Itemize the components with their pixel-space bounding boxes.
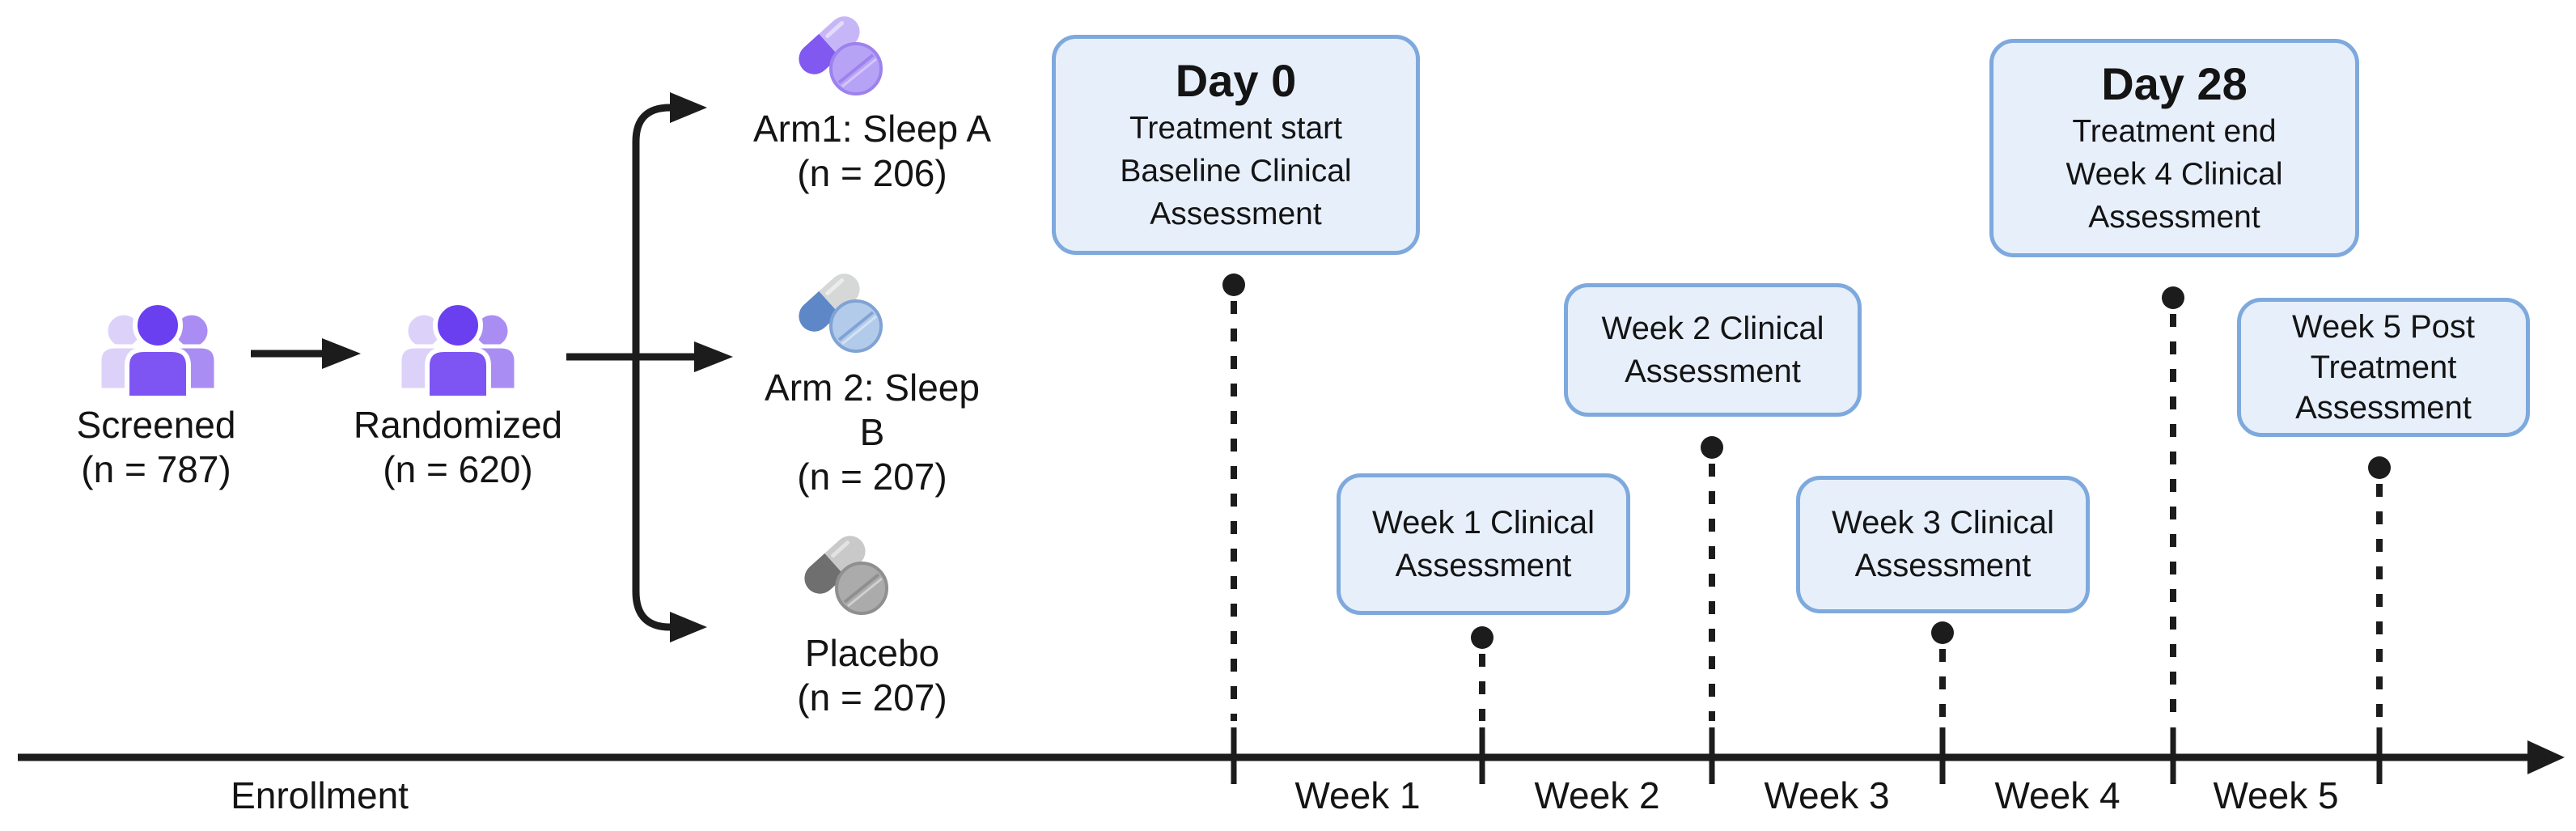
timeline-ticks <box>1231 727 2383 784</box>
pills-icon-blue <box>799 273 883 353</box>
arm2-title: Arm 2: Sleep B <box>765 367 980 453</box>
event-connectors <box>1222 273 2391 721</box>
pills-icon-gray <box>804 536 888 615</box>
timeline-week-label: Week 4 <box>1994 774 2121 816</box>
event-line: Week 1 Clinical <box>1372 504 1595 541</box>
event-line: Assessment <box>1150 196 1322 231</box>
people-group-icon <box>97 300 218 401</box>
timeline-week-label: Week 1 <box>1294 774 1421 816</box>
tablet <box>829 42 883 95</box>
event-box-week5: Week 5 Post Treatment Assessment <box>2237 298 2530 437</box>
arm2-n: (n = 207) <box>797 456 947 498</box>
event-title: Day 0 <box>1175 54 1297 106</box>
people-group-icon <box>397 300 519 401</box>
randomized-title: Randomized <box>353 404 563 446</box>
event-line: Week 4 Clinical <box>2065 156 2283 192</box>
randomized-n: (n = 620) <box>383 448 533 490</box>
timeline-week-label: Week 2 <box>1534 774 1660 816</box>
event-connector-dot <box>1471 626 1493 649</box>
event-connector-dot <box>2368 456 2391 479</box>
timeline-week-label: Week 5 <box>2213 774 2339 816</box>
event-connector-dot <box>2162 286 2184 309</box>
screened-label: Screened (n = 787) <box>35 403 278 492</box>
placebo-label: Placebo (n = 207) <box>751 631 994 720</box>
tablet <box>835 562 888 615</box>
branch-arrowhead-down <box>670 612 707 642</box>
event-connector-week1 <box>1471 626 1493 721</box>
event-title: Day 28 <box>2101 57 2248 109</box>
event-connector-week5 <box>2368 456 2391 721</box>
event-connector-dot <box>1931 621 1954 644</box>
randomized-label: Randomized (n = 620) <box>337 403 579 492</box>
event-line: Assessment <box>1625 353 1801 389</box>
branch-split <box>632 92 707 642</box>
arm1-title: Arm1: Sleep A <box>752 108 992 150</box>
person-center <box>425 300 491 401</box>
event-connector-week3 <box>1931 621 1954 721</box>
screened-title: Screened <box>76 404 236 446</box>
event-line: Treatment end <box>2072 113 2277 149</box>
person-center <box>125 300 191 401</box>
pills-icon-purple <box>799 16 883 95</box>
enrollment-label: Enrollment <box>231 774 409 816</box>
placebo-title: Placebo <box>804 632 940 674</box>
timeline-week-label: Week 3 <box>1764 774 1890 816</box>
event-line: Assessment <box>1395 547 1572 583</box>
event-connector-dot <box>1222 273 1245 296</box>
timeline-arrowhead <box>2527 740 2565 774</box>
event-line: Baseline Clinical <box>1120 153 1352 189</box>
placebo-n: (n = 207) <box>797 676 947 719</box>
event-line: Assessment <box>1854 548 2032 583</box>
event-connector-week2 <box>1701 436 1723 721</box>
arm1-label: Arm1: Sleep A (n = 206) <box>751 107 994 196</box>
event-line: Week 2 Clinical <box>1601 310 1824 346</box>
arm2-label: Arm 2: Sleep B (n = 207) <box>751 366 994 499</box>
arm1-n: (n = 206) <box>797 152 947 194</box>
event-line: Week 5 Post <box>2291 309 2476 345</box>
screened-n: (n = 787) <box>81 448 231 490</box>
event-box-day0: Day 0 Treatment start Baseline Clinical … <box>1052 35 1420 255</box>
event-box-week2: Week 2 Clinical Assessment <box>1564 283 1862 417</box>
arrow-randomized-to-arm2 <box>566 341 733 372</box>
event-connector-day0 <box>1222 273 1245 721</box>
event-line: Assessment <box>2088 199 2260 235</box>
tablet <box>829 299 883 353</box>
event-line: Assessment <box>2295 390 2472 426</box>
event-line: Week 3 Clinical <box>1832 505 2054 541</box>
branch-arrowhead-up <box>670 92 707 123</box>
event-connector-day28 <box>2162 286 2184 721</box>
event-connector-dot <box>1701 436 1723 459</box>
event-line: Treatment <box>2310 350 2457 385</box>
arrow-screened-to-randomized <box>251 338 361 369</box>
event-box-day28: Day 28 Treatment end Week 4 Clinical Ass… <box>1989 39 2359 257</box>
timeline-axis <box>18 740 2565 774</box>
event-line: Treatment start <box>1129 110 1342 146</box>
event-box-week3: Week 3 Clinical Assessment <box>1796 476 2090 613</box>
event-box-week1: Week 1 Clinical Assessment <box>1337 473 1630 615</box>
